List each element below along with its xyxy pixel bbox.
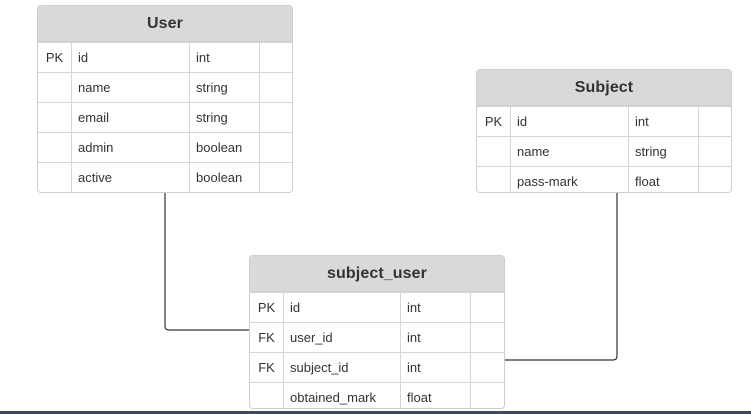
extra-cell — [698, 107, 731, 136]
field-type-cell: int — [628, 107, 698, 136]
key-cell — [38, 73, 71, 102]
field-name-cell: name — [510, 137, 628, 166]
table-subject-user[interactable]: subject_user PK id int FK user_id int FK… — [249, 255, 505, 409]
extra-cell — [470, 293, 504, 322]
table-title: subject_user — [250, 256, 504, 292]
extra-cell — [698, 137, 731, 166]
table-row[interactable]: pass-mark float — [477, 166, 731, 192]
field-name-cell: id — [71, 43, 189, 72]
key-cell — [250, 383, 283, 408]
extra-cell — [698, 167, 731, 192]
field-name-cell: subject_id — [283, 353, 400, 382]
extra-cell — [259, 103, 292, 132]
field-name-cell: email — [71, 103, 189, 132]
field-type-cell: float — [628, 167, 698, 192]
key-cell — [38, 163, 71, 192]
table-row[interactable]: active boolean — [38, 162, 292, 192]
field-name-cell: pass-mark — [510, 167, 628, 192]
table-row[interactable]: obtained_mark float — [250, 382, 504, 408]
key-cell: PK — [45, 50, 64, 65]
extra-cell — [470, 353, 504, 382]
table-user[interactable]: User PK id int name string email string … — [37, 5, 293, 193]
field-type-cell: int — [400, 323, 470, 352]
table-subject[interactable]: Subject PK id int name string pass-mark … — [476, 69, 732, 193]
field-type-cell: string — [189, 103, 259, 132]
extra-cell — [259, 133, 292, 162]
field-name-cell: admin — [71, 133, 189, 162]
field-name-cell: user_id — [283, 323, 400, 352]
field-type-cell: float — [400, 383, 470, 408]
extra-cell — [470, 323, 504, 352]
field-type-cell: string — [628, 137, 698, 166]
field-name-cell: obtained_mark — [283, 383, 400, 408]
table-row[interactable]: email string — [38, 102, 292, 132]
field-type-cell: int — [189, 43, 259, 72]
key-cell: FK — [258, 330, 275, 345]
field-name-cell: name — [71, 73, 189, 102]
key-cell — [477, 167, 510, 192]
key-cell: FK — [258, 360, 275, 375]
field-type-cell: string — [189, 73, 259, 102]
key-cell — [38, 103, 71, 132]
key-cell — [477, 137, 510, 166]
field-type-cell: boolean — [189, 163, 259, 192]
table-row[interactable]: admin boolean — [38, 132, 292, 162]
connector-subject-to-subject-user — [505, 193, 618, 361]
table-row[interactable]: FK subject_id int — [250, 352, 504, 382]
table-row[interactable]: FK user_id int — [250, 322, 504, 352]
key-cell: PK — [484, 114, 503, 129]
extra-cell — [259, 163, 292, 192]
field-name-cell: id — [510, 107, 628, 136]
table-title: Subject — [477, 70, 731, 106]
table-title: User — [38, 6, 292, 42]
key-cell: PK — [257, 300, 276, 315]
extra-cell — [259, 43, 292, 72]
table-row[interactable]: name string — [477, 136, 731, 166]
field-type-cell: boolean — [189, 133, 259, 162]
bottom-edge-line — [0, 411, 751, 414]
extra-cell — [470, 383, 504, 408]
connector-user-to-subject-user — [164, 193, 249, 331]
table-row[interactable]: PK id int — [477, 106, 731, 136]
table-row[interactable]: name string — [38, 72, 292, 102]
table-row[interactable]: PK id int — [38, 42, 292, 72]
field-type-cell: int — [400, 293, 470, 322]
extra-cell — [259, 73, 292, 102]
key-cell — [38, 133, 71, 162]
field-name-cell: active — [71, 163, 189, 192]
field-name-cell: id — [283, 293, 400, 322]
table-row[interactable]: PK id int — [250, 292, 504, 322]
field-type-cell: int — [400, 353, 470, 382]
